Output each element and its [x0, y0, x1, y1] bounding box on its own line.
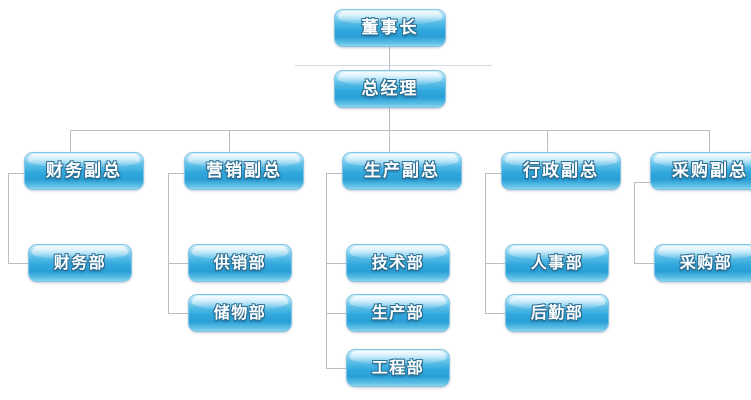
node-dept-storage[interactable]: 储物部: [188, 294, 292, 332]
connector-to-dept-storage: [168, 313, 188, 314]
node-vp-marketing-label: 营销副总: [206, 160, 282, 181]
connector-vp-finance-stub: [8, 173, 24, 174]
connector-to-dept-supply-sales: [168, 263, 188, 264]
connector-to-dept-engineering: [326, 368, 346, 369]
connector-bus-to-vp-production: [389, 130, 390, 152]
node-vp-marketing[interactable]: 营销副总: [184, 152, 304, 190]
connector-vp-marketing-stub: [168, 173, 184, 174]
node-dept-procurement-label: 采购部: [679, 253, 733, 272]
node-dept-production[interactable]: 生产部: [346, 294, 450, 332]
connector-bus-to-vp-procurement: [709, 130, 710, 152]
node-vp-production[interactable]: 生产副总: [342, 152, 462, 190]
node-dept-storage-label: 储物部: [213, 303, 267, 322]
node-dept-technology-label: 技术部: [371, 253, 425, 272]
connector-bus-to-vp-admin: [547, 130, 548, 152]
connector-vp-production-stub: [326, 173, 342, 174]
connector-vp-production-spine: [326, 173, 327, 368]
node-vp-finance-label: 财务副总: [46, 160, 122, 181]
connector-vp-marketing-spine: [168, 173, 169, 313]
node-vp-finance[interactable]: 财务副总: [24, 152, 144, 190]
connector-vp-procurement-stub: [634, 182, 650, 183]
node-dept-finance[interactable]: 财务部: [28, 244, 132, 282]
connector-vp-finance-spine: [8, 173, 9, 263]
connector-to-dept-technology: [326, 263, 346, 264]
connector-faint-rule: [295, 65, 492, 66]
connector-vp-admin-stub: [485, 173, 501, 174]
node-vp-admin-label: 行政副总: [523, 160, 599, 181]
connector-bus-to-vp-finance: [70, 130, 71, 152]
connector-to-dept-procurement: [634, 263, 654, 264]
connector-chairman-to-gm: [389, 47, 390, 71]
node-general-manager-label: 总经理: [361, 78, 419, 99]
node-dept-procurement[interactable]: 采购部: [654, 244, 751, 282]
connector-bus-to-vp-marketing: [229, 130, 230, 152]
connector-to-dept-logistics: [485, 313, 505, 314]
node-dept-logistics-label: 后勤部: [530, 303, 584, 322]
node-dept-logistics[interactable]: 后勤部: [505, 294, 609, 332]
node-dept-personnel-label: 人事部: [530, 253, 584, 272]
node-dept-engineering-label: 工程部: [371, 358, 425, 377]
connector-to-dept-personnel: [485, 263, 505, 264]
node-vp-procurement-label: 采购副总: [672, 160, 748, 181]
connector-to-dept-finance: [8, 263, 28, 264]
node-dept-supply-sales-label: 供销部: [213, 253, 267, 272]
connector-vp-procurement-spine: [634, 182, 635, 263]
node-chairman-label: 董事长: [361, 17, 419, 38]
node-vp-procurement[interactable]: 采购副总: [650, 152, 751, 190]
node-dept-technology[interactable]: 技术部: [346, 244, 450, 282]
node-dept-finance-label: 财务部: [53, 253, 107, 272]
node-vp-production-label: 生产副总: [364, 160, 440, 181]
connector-to-dept-production: [326, 313, 346, 314]
connector-vp-admin-spine: [485, 173, 486, 313]
node-dept-personnel[interactable]: 人事部: [505, 244, 609, 282]
node-vp-admin[interactable]: 行政副总: [501, 152, 621, 190]
node-dept-production-label: 生产部: [371, 303, 425, 322]
node-chairman[interactable]: 董事长: [334, 9, 446, 47]
node-dept-supply-sales[interactable]: 供销部: [188, 244, 292, 282]
connector-gm-drop: [389, 108, 390, 130]
node-dept-engineering[interactable]: 工程部: [346, 349, 450, 387]
node-general-manager[interactable]: 总经理: [334, 70, 446, 108]
